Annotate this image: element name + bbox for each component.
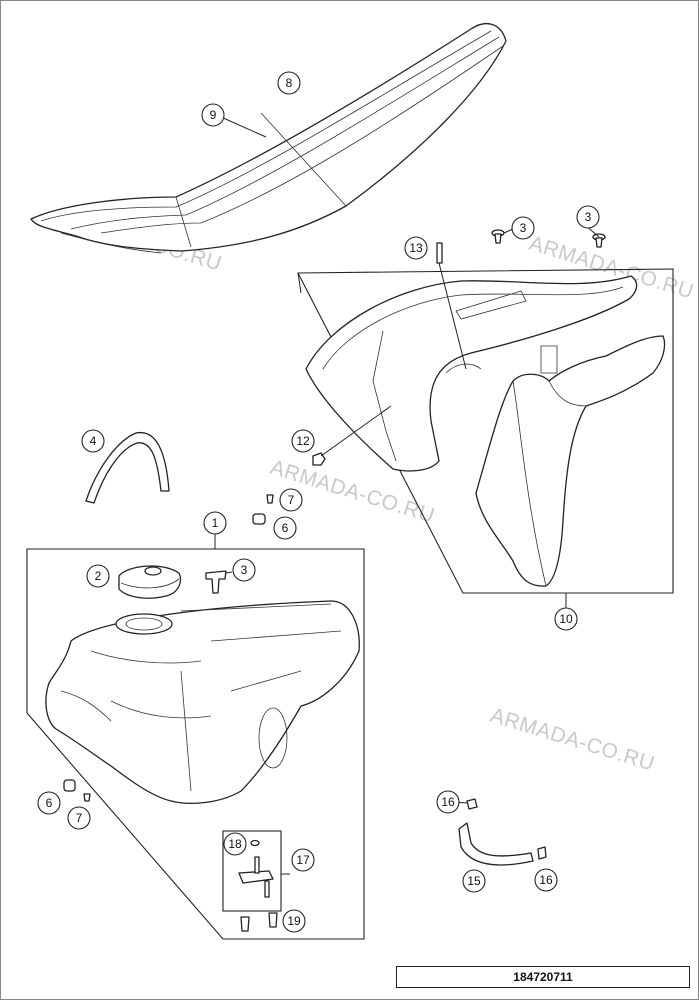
svg-text:16: 16 bbox=[441, 795, 455, 809]
callout-10: 10 bbox=[554, 607, 578, 631]
nut-icon bbox=[312, 452, 326, 466]
svg-text:3: 3 bbox=[241, 563, 248, 577]
svg-text:4: 4 bbox=[90, 434, 97, 448]
svg-text:6: 6 bbox=[282, 521, 289, 535]
callout-3: 3 bbox=[232, 558, 256, 582]
callout-7: 7 bbox=[279, 488, 303, 512]
callout-15: 15 bbox=[462, 869, 486, 893]
tap-screw-icon bbox=[240, 916, 250, 932]
collar-bush-icon bbox=[252, 494, 274, 525]
svg-text:15: 15 bbox=[467, 874, 481, 888]
callout-9: 9 bbox=[201, 103, 225, 127]
svg-text:1: 1 bbox=[212, 516, 219, 530]
spoiler-left bbox=[305, 275, 638, 472]
svg-text:10: 10 bbox=[559, 612, 573, 626]
svg-text:8: 8 bbox=[286, 76, 293, 90]
fuel-tap bbox=[238, 839, 274, 898]
callout-16: 16 bbox=[534, 868, 558, 892]
screw-13-icon bbox=[436, 242, 443, 264]
callout-6: 6 bbox=[37, 791, 61, 815]
callout-6: 6 bbox=[273, 516, 297, 540]
svg-text:2: 2 bbox=[95, 569, 102, 583]
svg-text:19: 19 bbox=[287, 914, 301, 928]
tap-screw-icon-2 bbox=[268, 912, 278, 928]
drawing-number: 184720711 bbox=[396, 966, 690, 988]
svg-text:16: 16 bbox=[539, 873, 553, 887]
watermark-5: ARMADA-CO.RU bbox=[488, 704, 658, 776]
tank-frame bbox=[26, 548, 365, 940]
svg-text:18: 18 bbox=[228, 837, 242, 851]
svg-text:9: 9 bbox=[210, 108, 217, 122]
callout-2: 2 bbox=[86, 564, 110, 588]
spoiler-right bbox=[475, 335, 666, 587]
svg-text:7: 7 bbox=[76, 811, 83, 825]
callout-1: 1 bbox=[203, 511, 227, 535]
svg-text:17: 17 bbox=[296, 853, 310, 867]
callout-8: 8 bbox=[277, 71, 301, 95]
svg-text:3: 3 bbox=[585, 210, 592, 224]
callout-19: 19 bbox=[282, 909, 306, 933]
screw-icon bbox=[491, 229, 606, 248]
callout-17: 17 bbox=[291, 848, 315, 872]
callout-13: 13 bbox=[404, 236, 428, 260]
fuel-tap-box bbox=[222, 830, 282, 912]
callout-18: 18 bbox=[223, 832, 247, 856]
callout-12: 12 bbox=[291, 429, 315, 453]
callout-3: 3 bbox=[576, 205, 600, 229]
fuel-tank bbox=[45, 600, 360, 804]
callout-7: 7 bbox=[67, 806, 91, 830]
svg-text:3: 3 bbox=[520, 221, 527, 235]
hose-icon bbox=[85, 431, 170, 504]
breather-hose bbox=[458, 798, 547, 866]
lower-collar-bush-icon bbox=[63, 779, 76, 792]
cap-screw-icon bbox=[205, 570, 227, 594]
callout-4: 4 bbox=[81, 429, 105, 453]
svg-text:13: 13 bbox=[409, 241, 423, 255]
svg-text:7: 7 bbox=[288, 493, 295, 507]
seat bbox=[30, 23, 507, 254]
svg-text:12: 12 bbox=[296, 434, 310, 448]
tank-cap bbox=[118, 565, 182, 599]
lower-screw-icon bbox=[83, 793, 91, 802]
callout-3: 3 bbox=[511, 216, 535, 240]
callout-16: 16 bbox=[436, 790, 460, 814]
spoiler-frame bbox=[297, 268, 674, 594]
svg-text:6: 6 bbox=[46, 796, 53, 810]
